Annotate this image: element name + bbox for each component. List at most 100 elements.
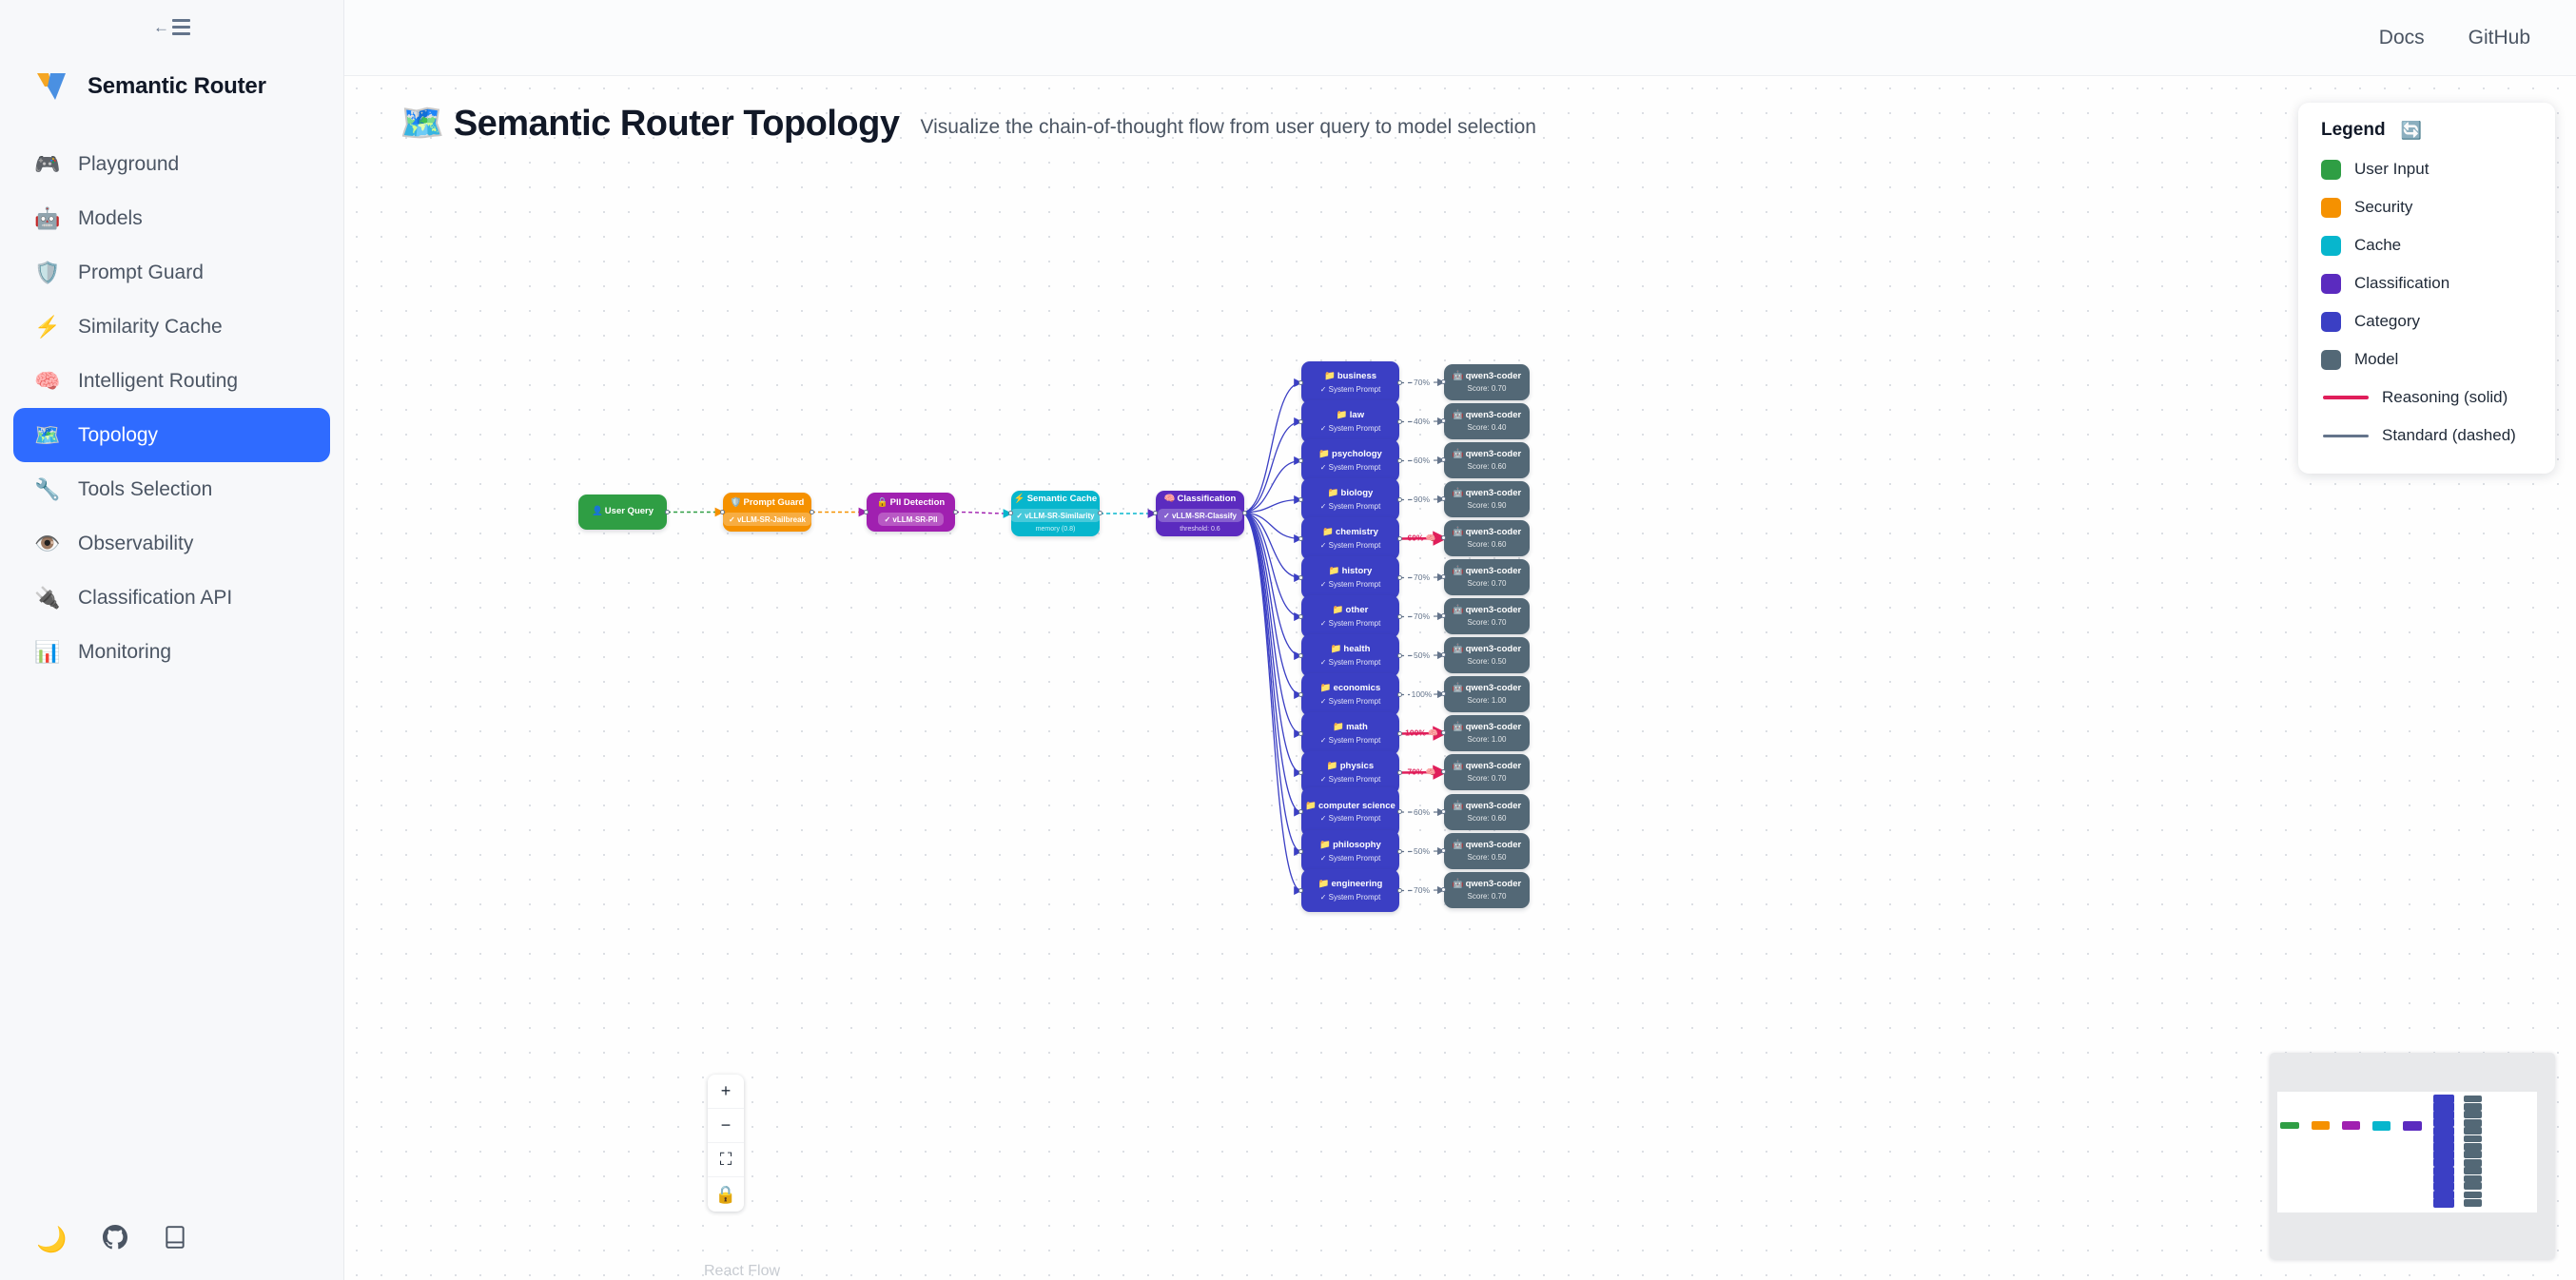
node-category-business[interactable]: 📁business✓ System Prompt (1298, 361, 1402, 404)
sidebar-item-intelligent-routing[interactable]: 🧠Intelligent Routing (13, 354, 330, 408)
target-handle[interactable] (1441, 730, 1446, 735)
node-category-math[interactable]: 📁math✓ System Prompt (1298, 712, 1402, 755)
minimap[interactable] (2270, 1053, 2555, 1259)
source-handle[interactable] (1397, 848, 1402, 854)
collapse-sidebar-button[interactable]: ← (147, 15, 196, 39)
source-handle[interactable] (1397, 730, 1402, 736)
node-user-query[interactable]: 👤User Query (578, 495, 670, 530)
target-handle[interactable] (1441, 887, 1446, 892)
node-category-engineering[interactable]: 📁engineering✓ System Prompt (1298, 869, 1402, 912)
sidebar-item-playground[interactable]: 🎮Playground (13, 137, 330, 191)
node-category-other[interactable]: 📁other✓ System Prompt (1298, 595, 1402, 638)
topbar-github-link[interactable]: GitHub (2468, 26, 2530, 48)
target-handle[interactable] (1298, 418, 1303, 424)
topology-canvas[interactable]: 🗺️ Semantic Router Topology Visualize th… (344, 76, 2576, 1280)
target-handle[interactable] (1441, 496, 1446, 501)
sidebar-item-topology[interactable]: 🗺️Topology (13, 408, 330, 462)
node-pii-detection[interactable]: 🔒PII Detection✓ vLLM-SR-PII (864, 493, 958, 532)
source-handle[interactable] (1397, 652, 1402, 658)
node-category-physics[interactable]: 📁physics✓ System Prompt (1298, 751, 1402, 794)
source-handle[interactable] (953, 509, 958, 514)
node-prompt-guard[interactable]: 🛡️Prompt Guard✓ vLLM-SR-Jailbreak (720, 493, 814, 532)
target-handle[interactable] (1008, 511, 1013, 515)
target-handle[interactable] (1441, 379, 1446, 384)
target-handle[interactable] (1298, 379, 1303, 385)
sidebar-item-classification-api[interactable]: 🔌Classification API (13, 571, 330, 625)
lock-button[interactable]: 🔒 (714, 1184, 737, 1204)
target-handle[interactable] (864, 509, 868, 514)
source-handle[interactable] (810, 509, 814, 514)
sidebar-item-observability[interactable]: 👁️Observability (13, 516, 330, 571)
zoom-in-button[interactable]: + (708, 1075, 744, 1109)
source-handle[interactable] (1397, 613, 1402, 619)
target-handle[interactable] (1441, 652, 1446, 657)
node-category-law[interactable]: 📁law✓ System Prompt (1298, 400, 1402, 443)
github-icon[interactable] (103, 1225, 128, 1253)
target-handle[interactable] (1298, 613, 1303, 619)
target-handle[interactable] (1298, 496, 1303, 502)
target-handle[interactable] (1441, 691, 1446, 696)
source-handle[interactable] (1397, 535, 1402, 541)
target-handle[interactable] (1298, 769, 1303, 775)
source-handle[interactable] (1098, 511, 1103, 515)
target-handle[interactable] (1298, 691, 1303, 697)
source-handle[interactable] (1397, 379, 1402, 385)
target-handle[interactable] (1298, 848, 1303, 854)
sidebar-item-similarity-cache[interactable]: ⚡Similarity Cache (13, 300, 330, 354)
node-category-computer-science[interactable]: 📁computer science✓ System Prompt (1298, 787, 1402, 837)
target-handle[interactable] (1441, 769, 1446, 774)
node-category-biology[interactable]: 📁biology✓ System Prompt (1298, 478, 1402, 521)
target-handle[interactable] (1298, 652, 1303, 658)
source-handle[interactable] (1397, 691, 1402, 697)
sidebar-item-prompt-guard[interactable]: 🛡️Prompt Guard (13, 245, 330, 300)
target-handle[interactable] (1298, 457, 1303, 463)
node-category-history[interactable]: 📁history✓ System Prompt (1298, 556, 1402, 599)
node-category-psychology[interactable]: 📁psychology✓ System Prompt (1298, 439, 1402, 482)
target-handle[interactable] (1441, 457, 1446, 462)
source-handle[interactable] (1397, 887, 1402, 893)
source-handle[interactable] (1242, 511, 1247, 515)
target-handle[interactable] (1441, 574, 1446, 579)
topbar-docs-link[interactable]: Docs (2378, 26, 2425, 48)
target-handle[interactable] (1441, 809, 1446, 814)
react-flow-attribution[interactable]: React Flow (704, 1263, 781, 1279)
sidebar-item-models[interactable]: 🤖Models (13, 191, 330, 245)
source-handle[interactable] (1397, 809, 1402, 814)
target-handle[interactable] (1441, 535, 1446, 540)
source-handle[interactable] (1397, 496, 1402, 502)
book-docs-icon[interactable] (164, 1225, 186, 1253)
node-category-philosophy[interactable]: 📁philosophy✓ System Prompt (1298, 830, 1402, 873)
refresh-icon[interactable]: 🔄 (2400, 121, 2422, 140)
target-handle[interactable] (1441, 613, 1446, 618)
target-handle[interactable] (1298, 535, 1303, 541)
target-handle[interactable] (720, 509, 725, 514)
target-handle[interactable] (1298, 574, 1303, 580)
target-handle[interactable] (1298, 809, 1303, 814)
node-category-economics[interactable]: 📁economics✓ System Prompt (1298, 673, 1402, 716)
dark-mode-toggle-icon[interactable]: 🌙 (36, 1225, 68, 1253)
source-handle[interactable] (665, 509, 670, 514)
source-handle[interactable] (1397, 769, 1402, 775)
source-handle[interactable] (1397, 457, 1402, 463)
target-handle[interactable] (1441, 848, 1446, 853)
source-handle[interactable] (1397, 418, 1402, 424)
source-handle[interactable] (1397, 574, 1402, 580)
sidebar-item-tools-selection[interactable]: 🔧Tools Selection (13, 462, 330, 516)
target-handle[interactable] (1298, 887, 1303, 893)
fit-view-button[interactable]: ⛶ (708, 1143, 744, 1177)
node-category-health[interactable]: 📁health✓ System Prompt (1298, 634, 1402, 677)
target-handle[interactable] (1441, 418, 1446, 423)
